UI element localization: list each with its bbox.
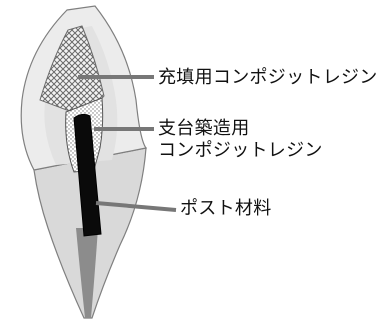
callout-line-post	[95, 201, 177, 212]
post-material-region	[73, 113, 102, 237]
root-canal	[76, 228, 98, 318]
post-material-label: ポスト材料	[180, 198, 272, 219]
core-build-up-label-line2: コンポジットレジン	[158, 140, 323, 161]
filling-composite-resin-label: 充填用コンポジットレジン	[158, 67, 378, 88]
core-build-up-label-line1: 支台築造用	[158, 118, 250, 139]
